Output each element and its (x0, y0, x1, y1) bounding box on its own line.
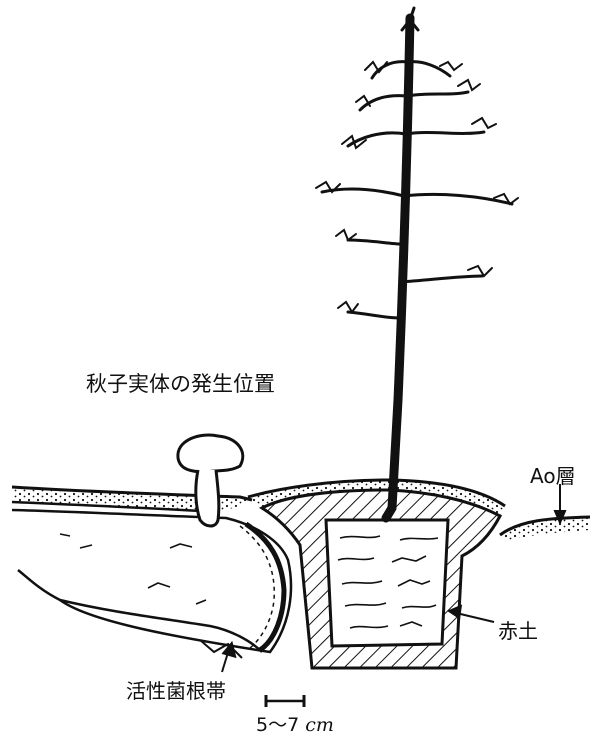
leader-mycorrhizal (221, 640, 237, 673)
ao-layer-left (11, 485, 253, 514)
leader-red-soil (446, 604, 495, 623)
label-ao-layer: Ao層 (530, 464, 576, 488)
label-autumn-fruiting-position: 秋子実体の発生位置 (86, 372, 275, 396)
label-red-soil: 赤土 (498, 619, 538, 643)
root-ball (324, 518, 450, 648)
label-scale: 5〜7 cm (256, 710, 334, 737)
scale-bar (264, 695, 306, 707)
label-active-mycorrhizal-zone: 活性菌根帯 (126, 679, 226, 703)
leader-ao (553, 484, 567, 526)
scale-unit: cm (305, 714, 334, 736)
scale-value: 5〜7 (256, 714, 300, 736)
mushroom (176, 433, 245, 528)
pine-seedling (315, 6, 519, 523)
mycorrhizal-zone (11, 508, 293, 659)
ao-layer-right (499, 515, 591, 540)
